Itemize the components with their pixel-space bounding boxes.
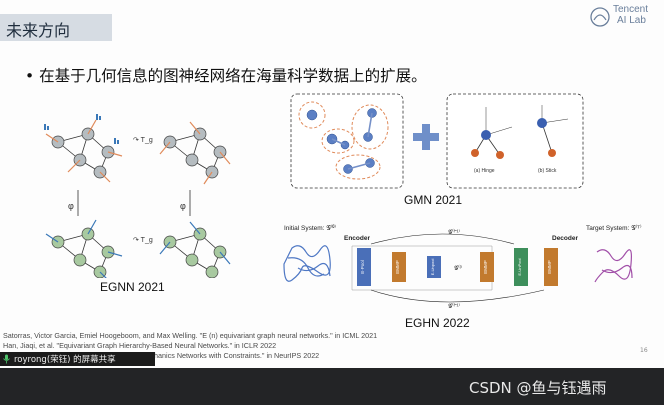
plus-sign bbox=[413, 124, 439, 150]
eghn-block-eunpool-1 bbox=[427, 256, 441, 278]
egnn-graph-bottom-left bbox=[45, 219, 123, 278]
eghn-block-emmp-2 bbox=[480, 252, 494, 282]
logo-line-1: Tencent bbox=[613, 4, 649, 15]
eghn-block-eunpool-2 bbox=[514, 248, 528, 286]
egnn-figure: ↷ T_g φ φ bbox=[44, 114, 231, 278]
page-number: 16 bbox=[640, 347, 648, 354]
eghn-decoder-label: Decoder bbox=[552, 235, 578, 242]
reference-1: Satorras, Victor Garcia, Emiel Hoogeboom… bbox=[3, 331, 378, 340]
gmn-hinge-diagram: (a) Hinge bbox=[471, 107, 513, 174]
reference-2: Han, Jiaqi, et al. "Equivariant Graph Hi… bbox=[3, 341, 277, 350]
screen-share-text: royrong(荣钰) 的屏幕共享 bbox=[14, 355, 116, 365]
eghn-block-epool-1 bbox=[357, 248, 371, 286]
eghn-graph-l: 𝒢⁽ˡ⁾ bbox=[454, 264, 463, 272]
references: Satorras, Victor Garcia, Emiel Hoogeboom… bbox=[3, 331, 377, 361]
gmn-figure: (a) Hinge (b) Stick bbox=[290, 93, 584, 189]
egnn-phi-right: φ bbox=[180, 201, 186, 211]
bottom-bar: CSDN @鱼与钰遇雨 bbox=[0, 368, 664, 405]
egnn-symbol-tg-bottom: ↷ T_g bbox=[133, 237, 153, 244]
eghn-label: EGHN 2022 bbox=[405, 316, 470, 330]
eghn-block-emmp-3 bbox=[544, 248, 558, 286]
presentation-slide: 未来方向 Tencent AI Lab • 在基于几何信息的图神经网络在海量科学… bbox=[0, 0, 664, 368]
gmn-label: GMN 2021 bbox=[404, 193, 463, 207]
logo-text: Tencent AI Lab bbox=[613, 4, 648, 26]
protein-initial bbox=[283, 245, 331, 282]
egnn-graph-top-left bbox=[44, 114, 123, 183]
screen-share-bar[interactable]: royrong(荣钰) 的屏幕共享 bbox=[0, 352, 155, 366]
reference-3: Huang, Wenbing, et al. "Equivariant Grap… bbox=[3, 351, 320, 360]
egnn-graph-bottom-right bbox=[159, 221, 231, 278]
tencent-ai-lab-logo: Tencent AI Lab bbox=[589, 3, 659, 33]
eghn-block-emmp-1 bbox=[392, 252, 406, 282]
microphone-icon bbox=[3, 354, 10, 364]
gmn-stick-diagram: (b) Stick bbox=[537, 105, 569, 174]
svg-text:EMMP: EMMP bbox=[395, 260, 400, 274]
svg-text:E-UnPool: E-UnPool bbox=[517, 258, 522, 275]
eghn-encoder-label: Encoder bbox=[344, 235, 370, 242]
eghn-figure: Initial System: 𝒢⁽⁰⁾ Encoder E-Pool EMMP… bbox=[283, 224, 642, 310]
bullet-point: • 在基于几何信息的图神经网络在海量科学数据上的扩展。 bbox=[25, 67, 427, 85]
csdn-watermark: CSDN @鱼与钰遇雨 bbox=[469, 379, 607, 397]
eghn-target-system: Target System: 𝒢⁽ᵀ⁾ bbox=[586, 224, 642, 232]
svg-text:EMMP: EMMP bbox=[547, 260, 552, 274]
svg-text:E-Unpool: E-Unpool bbox=[430, 259, 435, 276]
eghn-graph-top: 𝒢⁽ˡ⁻¹⁾ bbox=[448, 228, 461, 236]
slide-title-bar: 未来方向 bbox=[0, 14, 112, 41]
svg-text:EMMP: EMMP bbox=[483, 260, 488, 274]
gmn-sub-label-hinge: (a) Hinge bbox=[474, 168, 495, 174]
egnn-label: EGNN 2021 bbox=[100, 280, 165, 294]
egnn-phi-left: φ bbox=[68, 201, 74, 211]
egnn-symbol-tg-top: ↷ T_g bbox=[133, 137, 153, 144]
egnn-graph-top-right bbox=[159, 121, 231, 185]
gmn-sub-label-stick: (b) Stick bbox=[538, 168, 557, 174]
eghn-initial-system: Initial System: 𝒢⁽⁰⁾ bbox=[284, 224, 337, 232]
tencent-ai-lab-logo-icon bbox=[590, 7, 610, 27]
svg-text:E-Pool: E-Pool bbox=[360, 260, 365, 274]
slide-title: 未来方向 bbox=[6, 21, 71, 40]
protein-target bbox=[594, 249, 633, 283]
eghn-graph-bottom: 𝒢⁽ˡ⁻¹⁾ bbox=[448, 302, 461, 310]
logo-line-2: AI Lab bbox=[617, 15, 646, 26]
